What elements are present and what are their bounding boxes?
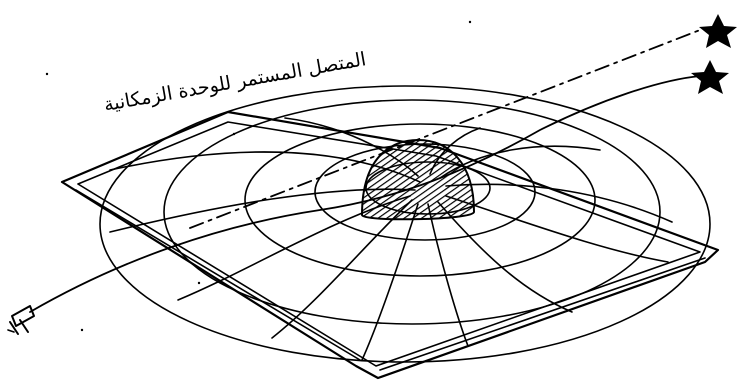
massive-body-icon	[362, 140, 474, 219]
star-icon	[691, 60, 729, 94]
telescope-icon	[8, 306, 34, 334]
star-upper	[699, 14, 737, 48]
star-icon	[699, 14, 737, 48]
star-lower	[691, 60, 729, 94]
